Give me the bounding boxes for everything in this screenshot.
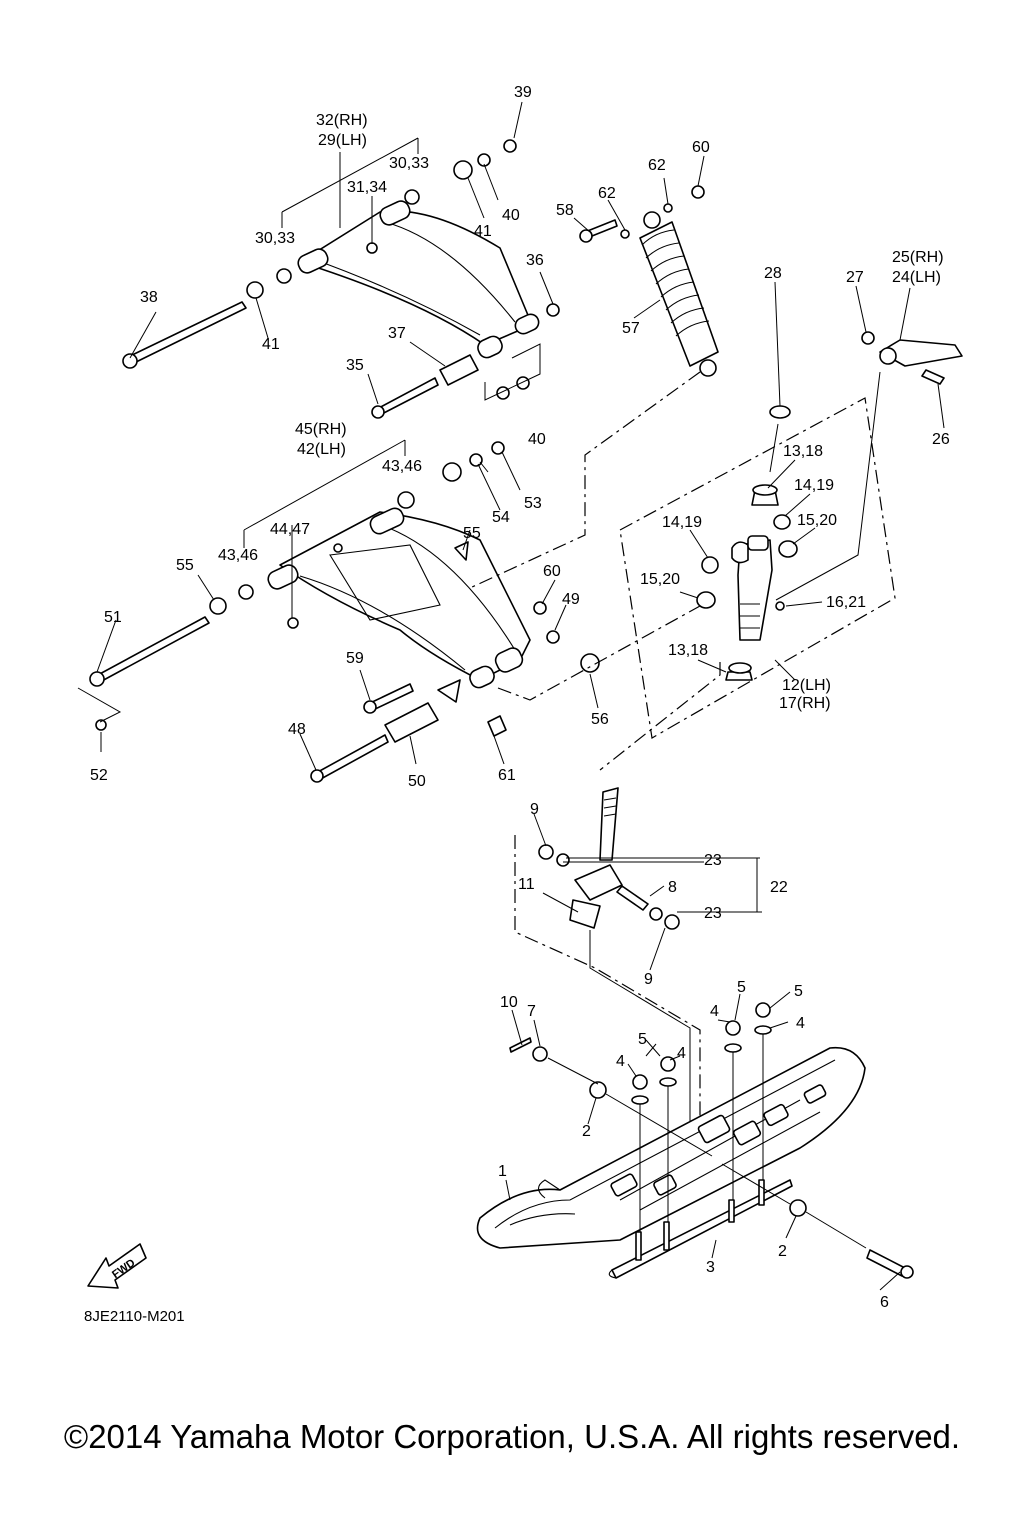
label-24: 24(LH) bbox=[892, 269, 941, 286]
label-42: 42(LH) bbox=[297, 441, 346, 458]
label-10: 10 bbox=[500, 994, 518, 1011]
label-37: 37 bbox=[388, 325, 406, 342]
label-60a: 60 bbox=[692, 139, 710, 156]
label-35: 35 bbox=[346, 357, 364, 374]
label-40a: 40 bbox=[502, 207, 520, 224]
label-30-33a: 30,33 bbox=[389, 155, 429, 172]
label-4b: 4 bbox=[677, 1045, 686, 1062]
label-3: 3 bbox=[706, 1259, 715, 1276]
upper-arm-hardware bbox=[122, 137, 560, 419]
ski-hardware bbox=[509, 1002, 914, 1279]
label-43-46a: 43,46 bbox=[382, 458, 422, 475]
ski-mount bbox=[514, 787, 701, 1155]
leader-lines bbox=[96, 101, 945, 1291]
label-30-33b: 30,33 bbox=[255, 230, 295, 247]
label-22: 22 bbox=[770, 879, 788, 896]
label-7: 7 bbox=[527, 1003, 536, 1020]
label-52: 52 bbox=[90, 767, 108, 784]
label-14-19a: 14,19 bbox=[794, 477, 834, 494]
label-15-20a: 15,20 bbox=[797, 512, 837, 529]
copyright-notice: ©2014 Yamaha Motor Corporation, U.S.A. A… bbox=[63, 1418, 961, 1455]
label-62b: 62 bbox=[598, 185, 616, 202]
label-12: 12(LH) bbox=[782, 677, 831, 694]
label-48: 48 bbox=[288, 721, 306, 738]
label-50: 50 bbox=[408, 773, 426, 790]
label-56: 56 bbox=[591, 711, 609, 728]
label-13-18a: 13,18 bbox=[783, 443, 823, 460]
steering-arm bbox=[769, 331, 963, 601]
upper-a-arm bbox=[297, 200, 540, 359]
label-4a: 4 bbox=[616, 1053, 625, 1070]
label-61: 61 bbox=[498, 767, 516, 784]
label-53: 53 bbox=[524, 495, 542, 512]
label-8: 8 bbox=[668, 879, 677, 896]
label-5a: 5 bbox=[638, 1031, 647, 1048]
label-45: 45(RH) bbox=[295, 421, 347, 438]
label-43-46b: 43,46 bbox=[218, 547, 258, 564]
connecting-lines bbox=[469, 371, 721, 771]
label-9b: 9 bbox=[644, 971, 653, 988]
label-62a: 62 bbox=[648, 157, 666, 174]
label-27: 27 bbox=[846, 269, 864, 286]
fwd-arrow-icon: FWD bbox=[87, 1243, 147, 1289]
label-49: 49 bbox=[562, 591, 580, 608]
label-58: 58 bbox=[556, 202, 574, 219]
label-11: 11 bbox=[518, 876, 535, 893]
label-1: 1 bbox=[498, 1163, 507, 1180]
lower-arm-hardware bbox=[77, 439, 600, 783]
label-4d: 4 bbox=[796, 1015, 805, 1032]
label-5c: 5 bbox=[794, 983, 803, 1000]
label-38: 38 bbox=[140, 289, 158, 306]
label-41b: 41 bbox=[262, 336, 280, 353]
label-13-18b: 13,18 bbox=[668, 642, 708, 659]
label-36: 36 bbox=[526, 252, 544, 269]
label-6: 6 bbox=[880, 1294, 889, 1311]
label-16-21: 16,21 bbox=[826, 594, 866, 611]
label-44-47: 44,47 bbox=[270, 521, 310, 538]
label-32: 32(RH) bbox=[316, 112, 368, 129]
label-2a: 2 bbox=[582, 1123, 591, 1140]
label-41a: 41 bbox=[474, 223, 492, 240]
label-60b: 60 bbox=[543, 563, 561, 580]
label-26: 26 bbox=[932, 431, 950, 448]
diagram-code: 8JE2110-M201 bbox=[84, 1308, 185, 1325]
label-23b: 23 bbox=[704, 905, 722, 922]
shock-absorber bbox=[579, 185, 719, 377]
label-55b: 55 bbox=[176, 557, 194, 574]
spindle-group bbox=[619, 397, 896, 739]
label-2b: 2 bbox=[778, 1243, 787, 1260]
label-25: 25(RH) bbox=[892, 249, 944, 266]
label-59: 59 bbox=[346, 650, 364, 667]
label-54: 54 bbox=[492, 509, 510, 526]
label-23a: 23 bbox=[704, 852, 722, 869]
label-17: 17(RH) bbox=[779, 695, 831, 712]
label-14-19b: 14,19 bbox=[662, 514, 702, 531]
label-15-20b: 15,20 bbox=[640, 571, 680, 588]
label-9a: 9 bbox=[530, 801, 539, 818]
label-55a: 55 bbox=[463, 525, 481, 542]
label-57: 57 bbox=[622, 320, 640, 337]
part-labels: 6 1 2 2 3 4 4 4 4 5 5 5 7 8 9 9 10 11 12… bbox=[90, 84, 950, 1311]
ski bbox=[476, 1046, 866, 1279]
label-51: 51 bbox=[104, 609, 122, 626]
label-40b: 40 bbox=[528, 431, 546, 448]
label-39: 39 bbox=[514, 84, 532, 101]
label-28: 28 bbox=[764, 265, 782, 282]
label-4c: 4 bbox=[710, 1003, 719, 1020]
label-31-34: 31,34 bbox=[347, 179, 387, 196]
label-5b: 5 bbox=[737, 979, 746, 996]
label-29: 29(LH) bbox=[318, 132, 367, 149]
lower-a-arm bbox=[267, 507, 531, 703]
parts-diagram: FWD bbox=[77, 84, 963, 1311]
